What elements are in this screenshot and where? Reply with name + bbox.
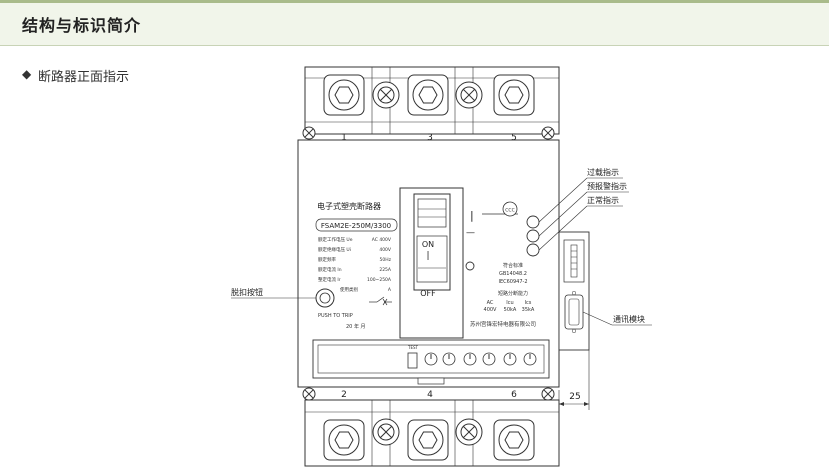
terminal-2-icon — [323, 419, 365, 461]
corner-screw-icon — [302, 126, 316, 140]
adjust-knob-icon[interactable] — [503, 352, 517, 366]
terminal-4-icon — [407, 419, 449, 461]
adjust-knob-icon[interactable] — [424, 352, 438, 366]
terminal-label-2: 2 — [341, 390, 347, 400]
adjust-knob-icon[interactable] — [463, 352, 477, 366]
terminal-5-icon — [493, 74, 535, 116]
date-label: 20 年 月 — [346, 323, 366, 330]
callout-prealarm: 预报警指示 — [587, 181, 627, 191]
off-mark: — — [466, 228, 475, 238]
callouts: 过载指示 预报警指示 正常指示 脱扣按钮 通讯模块 — [231, 167, 652, 326]
dimension-marker: 25 — [558, 350, 590, 410]
callout-comm-module: 通讯模块 — [613, 314, 645, 324]
push-to-trip-label: PUSH TO TRIP — [318, 313, 353, 319]
on-mark: | — [470, 209, 474, 222]
nameplate-row-label: 额定电流 In — [318, 266, 342, 273]
breaking-col-head: AC — [487, 300, 494, 306]
clamp-screw-icon — [372, 418, 400, 446]
callout-normal: 正常指示 — [587, 195, 619, 205]
normal-indicator-led — [526, 243, 540, 257]
ccc-mark-label: CCC — [505, 208, 514, 214]
breaking-value: 400V — [484, 307, 498, 313]
adjustment-panel: TEST — [312, 339, 550, 385]
standards-line: IEC60947-2 — [498, 279, 527, 285]
breaking-value: 50kA — [504, 307, 517, 313]
standards-line: GB14048.2 — [499, 271, 527, 277]
prealarm-indicator-led — [526, 229, 540, 243]
nameplate-row-label: 整定电流 Ir — [318, 276, 341, 283]
ccc-mark-icon — [502, 201, 518, 217]
nameplate-row-value: 400V — [379, 247, 392, 253]
nameplate-title: 电子式塑壳断路器 — [317, 201, 381, 211]
callout-trip-button: 脱扣按钮 — [231, 287, 263, 297]
nameplate: 电子式塑壳断路器 FSAM2E-250M/3300 额定工作电压 Ue AC 4… — [315, 201, 398, 330]
nameplate-row-value: 100~250A — [367, 277, 392, 283]
breaking-heading: 短路分断能力 — [498, 290, 528, 297]
subsection-label: 断路器正面指示 — [38, 70, 130, 85]
nameplate-row-label: 额定工作电压 Ue — [318, 236, 353, 243]
breaking-col-head: Ics — [525, 300, 532, 306]
terminal-label-5: 5 — [511, 133, 517, 143]
switch-symbol-icon — [369, 296, 392, 306]
status-panel: | — CCC 符合标准 GB14048.2 IEC60947-2 短路分断能力… — [465, 201, 540, 328]
section-title: 结构与标识简介 — [22, 16, 142, 35]
handle-on-mark: | — [426, 251, 429, 261]
test-label: TEST — [407, 345, 419, 350]
standards-heading: 符合标准 — [503, 262, 523, 269]
handle-on-label: ON — [422, 240, 434, 249]
breaking-col-head: Icu — [506, 300, 513, 306]
dimension-label: 25 — [569, 392, 580, 402]
communication-module — [558, 231, 590, 351]
nameplate-row-value: 225A — [379, 267, 392, 273]
trip-button-inner-icon — [319, 292, 331, 304]
corner-screw-icon — [541, 126, 555, 140]
nameplate-row-value: A — [388, 287, 392, 293]
clamp-screw-icon — [372, 81, 400, 109]
nameplate-row-label: 额定频率 — [318, 256, 336, 263]
handle-off-label: OFF — [420, 289, 436, 298]
overload-indicator-led — [526, 215, 540, 229]
terminal-1-icon — [323, 74, 365, 116]
header-accent-line — [0, 0, 829, 3]
adjust-knob-icon[interactable] — [442, 352, 456, 366]
terminal-3-icon — [407, 74, 449, 116]
nameplate-row-value: 50Hz — [380, 257, 392, 263]
callout-overload: 过载指示 — [587, 167, 619, 177]
terminal-label-1: 1 — [341, 133, 347, 143]
test-button[interactable] — [465, 261, 475, 271]
breaking-value: 35kA — [522, 307, 535, 313]
nameplate-row-label: 额定绝缘电压 Ui — [318, 246, 351, 253]
corner-screw-icon — [302, 387, 316, 401]
section-header: 结构与标识简介 — [0, 0, 829, 46]
clamp-screw-icon — [455, 418, 483, 446]
adjust-knob-icon[interactable] — [523, 352, 537, 366]
manufacturer-label: 苏州宫锋宏特电器有限公司 — [470, 320, 536, 328]
terminal-6-icon — [493, 419, 535, 461]
nameplate-model: FSAM2E-250M/3300 — [321, 222, 391, 230]
terminal-label-6: 6 — [511, 390, 517, 400]
adjust-knob-icon[interactable] — [482, 352, 496, 366]
clamp-screw-icon — [455, 81, 483, 109]
top-terminal-block: 1 3 5 — [304, 66, 560, 143]
operating-handle[interactable]: ON | OFF — [399, 187, 464, 339]
test-switch[interactable] — [407, 352, 418, 369]
bullet-diamond-icon: ◆ — [22, 67, 32, 81]
nameplate-row-value: AC 400V — [372, 237, 392, 243]
corner-screw-icon — [541, 387, 555, 401]
nameplate-row-label: 使用类别 — [340, 286, 358, 293]
terminal-label-3: 3 — [427, 133, 433, 143]
bottom-terminal-block: 2 4 6 — [304, 390, 560, 467]
terminal-label-4: 4 — [427, 390, 433, 400]
